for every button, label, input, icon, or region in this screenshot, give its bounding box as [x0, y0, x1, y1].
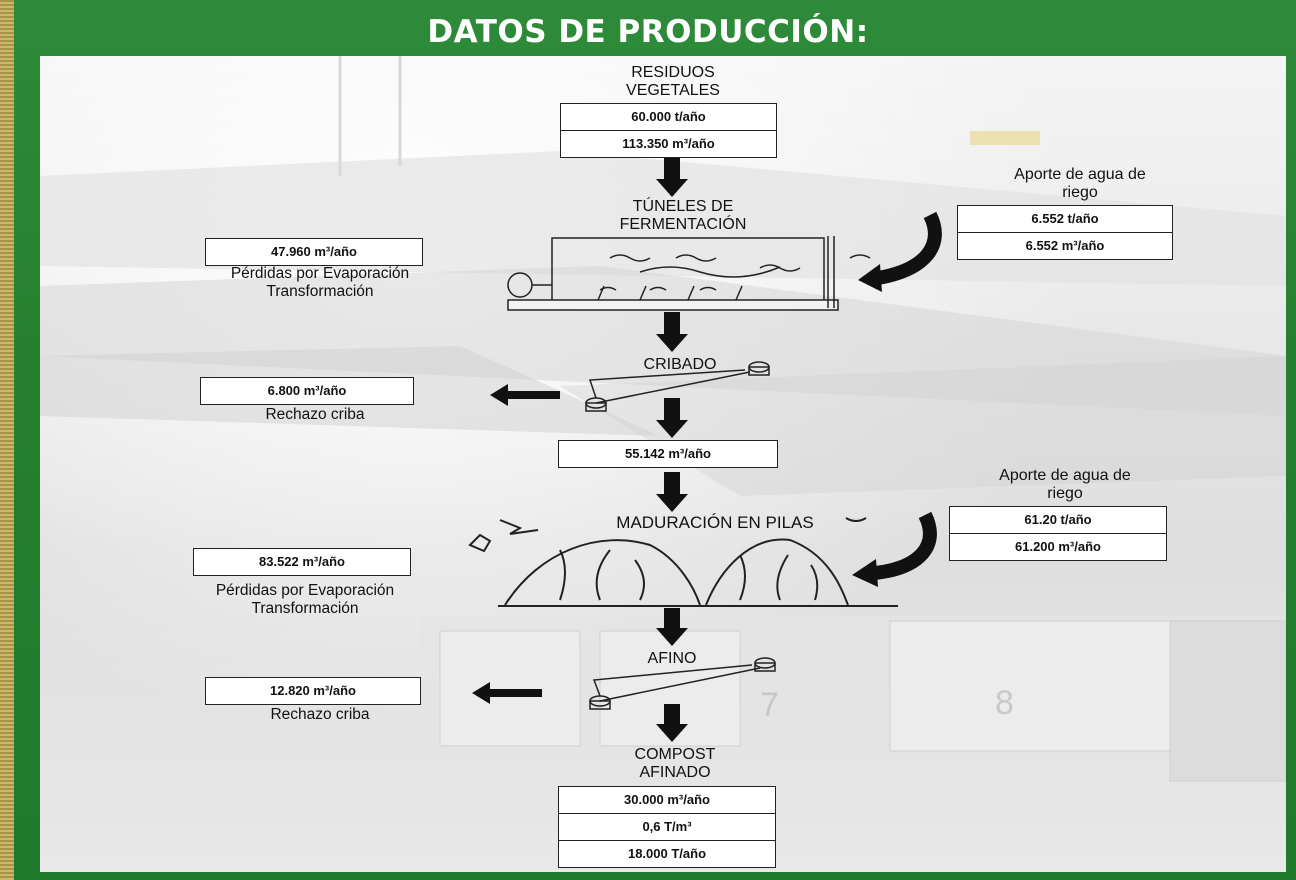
maduracion-title: MADURACIÓN EN PILAS	[616, 513, 814, 532]
post-cribado-volume: 55.142 m³/año	[625, 446, 711, 461]
water-arrow-1	[876, 211, 942, 285]
cribado-rechazo-label: Rechazo criba	[265, 406, 365, 423]
compost-values-box: 30.000 m³/año 0,6 T/m³ 18.000 T/año	[558, 786, 776, 868]
cribado-rechazo-volume: 6.800 m³/año	[267, 383, 347, 398]
post-cribado-box: 55.142 m³/año	[558, 440, 778, 468]
down-arrow-6	[656, 704, 688, 742]
compost-volume: 30.000 m³/año	[559, 787, 775, 814]
down-arrow-1	[656, 157, 688, 197]
water-arrow-2	[874, 511, 937, 580]
perdidas-2-box: 83.522 m³/año	[193, 548, 411, 576]
decorative-strip	[0, 0, 14, 880]
agua-riego-2-mass: 61.20 t/año	[950, 507, 1166, 534]
page-title: DATOS DE PRODUCCIÓN:	[427, 14, 869, 50]
perdidas-1-box: 47.960 m³/año	[205, 238, 423, 266]
agua-riego-1-mass: 6.552 t/año	[958, 206, 1172, 233]
agua-riego-2-box: 61.20 t/año 61.200 m³/año	[949, 506, 1167, 561]
residuos-mass: 60.000 t/año	[561, 104, 776, 131]
residuos-values-box: 60.000 t/año 113.350 m³/año	[560, 103, 777, 158]
afino-rechazo-volume: 12.820 m³/año	[270, 683, 356, 698]
diagram-panel: 7 8	[40, 56, 1286, 872]
bay-number-8: 8	[995, 684, 1014, 722]
left-arrow-rechazo-afino	[472, 682, 542, 704]
cribado-rechazo-box: 6.800 m³/año	[200, 377, 414, 405]
compost-mass: 18.000 T/año	[627, 846, 707, 861]
perdidas-2-volume: 83.522 m³/año	[259, 554, 345, 569]
cribado-title: CRIBADO	[643, 356, 717, 373]
sieve-drawing-cribado	[585, 361, 770, 412]
agua-riego-1-box: 6.552 t/año 6.552 m³/año	[957, 205, 1173, 260]
agua-riego-1-volume: 6.552 m³/año	[1025, 238, 1105, 253]
afino-rechazo-box: 12.820 m³/año	[205, 677, 421, 705]
perdidas-1-volume: 47.960 m³/año	[271, 244, 357, 259]
background-plant-scene: 7 8	[40, 56, 1286, 782]
down-arrow-4	[656, 472, 688, 512]
compost-density: 0,6 T/m³	[559, 814, 775, 841]
down-arrow-3	[656, 398, 688, 438]
fermentation-tunnel-drawing	[507, 236, 871, 311]
down-arrow-5	[656, 608, 688, 646]
compost-piles-drawing	[468, 517, 898, 607]
afino-rechazo-label: Rechazo criba	[270, 706, 370, 723]
sieve-drawing-afino	[589, 657, 776, 710]
afino-title: AFINO	[647, 650, 697, 667]
left-arrow-rechazo-cribado	[490, 384, 560, 406]
bay-number-7: 7	[760, 686, 779, 724]
agua-riego-2-volume: 61.200 m³/año	[1015, 539, 1101, 554]
down-arrow-2	[656, 312, 688, 352]
residuos-volume: 113.350 m³/año	[622, 136, 715, 151]
